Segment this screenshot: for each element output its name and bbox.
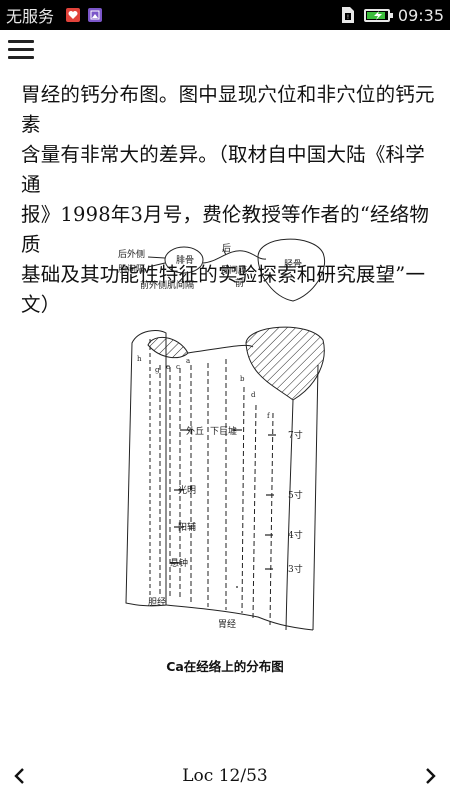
next-page-button[interactable] (410, 758, 450, 794)
label-interosseous: 骨间膜 (220, 264, 247, 276)
chevron-right-icon (426, 768, 436, 784)
figure-caption: Ca在经络上的分布图 (166, 659, 284, 674)
line-letter-d: d (251, 391, 256, 399)
paragraph-line: 胃经的钙分布图。图中显现穴位和非穴位的钙元素 (21, 83, 435, 136)
scale-5cun: 5寸 (288, 489, 303, 501)
scale-4cun: 4寸 (288, 529, 303, 541)
line-letter-f: f (267, 412, 271, 420)
status-right: ! 09:35 (340, 6, 450, 25)
fibula-body (125, 330, 167, 607)
label-posterior-lateral: 后外侧 (118, 248, 145, 260)
label-leader (147, 262, 166, 268)
status-bar: 无服务 ! 09:35 (0, 0, 450, 30)
label-gallbladder-meridian: 胆经 (148, 596, 166, 608)
paragraph-line: 文） (21, 293, 61, 316)
line-letter-a: a (186, 357, 190, 365)
label-leader (147, 256, 166, 259)
label-intermuscular-septum: 肌间隔 (118, 263, 145, 275)
paragraph-line: 报》1998年3月号，费伦教授等作者的“经络物质 (21, 203, 430, 256)
meridian-calcium-figure: 后外侧 肌间隔 腓骨 后 骨间膜 前 胫骨 前外侧肌间隔 (108, 235, 348, 640)
point-yangfu: 阳辅 (178, 521, 196, 533)
fibula-hatched-section (147, 337, 189, 359)
svg-text:!: ! (347, 14, 349, 21)
line-letter-e: e (166, 363, 170, 371)
sim-card-icon: ! (340, 6, 356, 24)
interosseous-membrane (202, 250, 267, 264)
shin-top-edge (187, 344, 254, 354)
point-waiqiu: 外丘 (186, 425, 204, 437)
paragraph-line: 含量有非常大的差异。（取材自中国大陆《科学通 (21, 143, 425, 196)
chevron-left-icon (14, 768, 24, 784)
label-tibia: 胫骨 (284, 259, 302, 270)
tibia-front-edge (285, 399, 294, 631)
menu-bar-line (8, 40, 34, 43)
line-d (252, 404, 257, 619)
hamburger-menu-icon[interactable] (8, 40, 34, 62)
menu-bar-line (8, 48, 34, 51)
tibia-shape (257, 238, 325, 302)
point-guangming: 光明 (178, 484, 196, 496)
reader-footer: Loc 12/53 (0, 758, 450, 794)
carrier-label: 无服务 (6, 7, 55, 26)
label-posterior: 后 (222, 243, 231, 254)
menu-bar-line (8, 56, 34, 59)
label-anterior-lateral-septum: 前外侧肌间隔 (140, 279, 194, 291)
scale-7cun: 7寸 (288, 429, 303, 441)
label-fibula: 腓骨 (176, 254, 194, 266)
label-leader (177, 273, 187, 284)
label-leader (222, 248, 227, 256)
clock: 09:35 (397, 5, 444, 25)
notification-app-icon (66, 8, 81, 22)
line-letter-b: b (240, 375, 245, 383)
tibia-hatched-section (245, 326, 325, 401)
tibia-back-edge (312, 364, 319, 631)
line-f (269, 412, 274, 626)
scale-3cun: 3寸 (288, 563, 303, 575)
notification-image-icon (88, 8, 103, 22)
line-b (241, 386, 245, 614)
location-indicator: Loc 12/53 (182, 766, 268, 786)
figure-drawing: 后外侧 肌间隔 腓骨 后 骨间膜 前 胫骨 前外侧肌间隔 (118, 238, 325, 631)
leg-bottom-edge (165, 604, 314, 631)
point-xiajuxu: 下巨墟 (210, 425, 237, 437)
previous-page-button[interactable] (0, 758, 40, 794)
label-anterior: 前 (235, 277, 244, 289)
line-letter-h: h (137, 355, 142, 363)
line-letter-c: c (176, 363, 180, 371)
fibula-shape (164, 246, 204, 274)
battery-icon (363, 8, 393, 22)
point-xuanzhong: 悬钟 (170, 557, 188, 569)
status-left: 无服务 (0, 3, 103, 27)
line-letter-g: g (155, 366, 160, 374)
label-stomach-meridian: 胃经 (218, 618, 236, 630)
